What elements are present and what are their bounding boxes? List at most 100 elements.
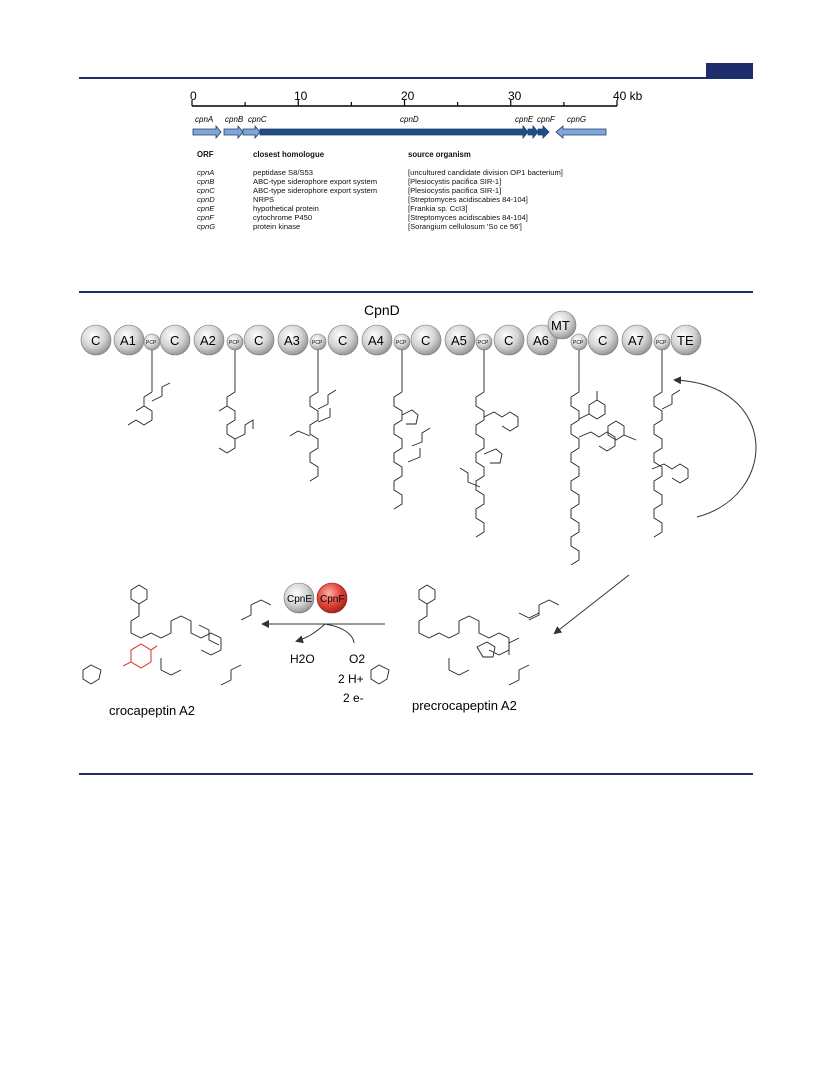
domain-A2 xyxy=(193,324,225,356)
domain-label: C xyxy=(170,333,179,348)
gene-label-cpnD: cpnD xyxy=(400,115,419,124)
gene-label-cpnE: cpnE xyxy=(515,115,534,124)
scale-tick-label-30: 30 xyxy=(508,89,522,103)
nrps-assembly-line: CpnD C A1 PCP C A2 PCP C A3 PCP C A4 PCP… xyxy=(80,302,757,565)
cofactor-o2: O2 xyxy=(349,652,365,666)
tailoring-reaction: crocapeptin A2 CpnE CpnF H2O O2 2 H+ 2 e… xyxy=(82,574,630,718)
gene-map: 0 10 20 30 40 kb cpnA cpnB cpnC cpnD cpn… xyxy=(190,89,643,140)
orf-homologue: ABC-type siderophore export system xyxy=(253,186,378,195)
intermediate-1 xyxy=(127,382,171,426)
domain-label: A1 xyxy=(120,333,136,348)
orf-homologue: NRPS xyxy=(253,195,275,204)
gene-arrow-cpnD xyxy=(259,124,529,140)
release-arrow xyxy=(553,574,630,635)
gene-labels: cpnA cpnB cpnC cpnD cpnE cpnF cpnG xyxy=(195,115,586,124)
domain-C-7 xyxy=(587,324,619,356)
domain-label: MT xyxy=(551,318,570,333)
domain-label: TE xyxy=(677,333,694,348)
domain-label: PCP xyxy=(229,340,240,346)
orf-name: cpnD xyxy=(197,195,215,204)
gene-arrow-cpnF xyxy=(537,125,550,139)
enzyme-label-cpnF: CpnF xyxy=(320,594,344,605)
table-row: cpnF cytochrome P450 [Streptomyces acidi… xyxy=(197,213,617,222)
intermediate-7 xyxy=(607,389,689,538)
domain-label: PCP xyxy=(146,340,157,346)
gene-label-cpnA: cpnA xyxy=(195,115,213,124)
domain-C-1 xyxy=(80,324,112,356)
orf-name: cpnC xyxy=(197,186,215,195)
orf-homologue: hypothetical protein xyxy=(253,204,319,213)
gene-arrow-cpnE xyxy=(527,124,539,140)
gene-label-cpnC: cpnC xyxy=(248,115,267,124)
domain-label: C xyxy=(598,333,607,348)
gene-arrow-cpnC xyxy=(242,124,261,140)
domain-label: C xyxy=(421,333,430,348)
table-row: cpnE hypothetical protein [Frankia sp. C… xyxy=(197,204,617,213)
orf-name: cpnB xyxy=(197,177,215,186)
orf-homologue: ABC-type siderophore export system xyxy=(253,177,378,186)
orf-name: cpnG xyxy=(197,222,216,231)
modified-residue xyxy=(122,643,158,669)
domain-C-3 xyxy=(243,324,275,356)
top-rule xyxy=(79,77,753,79)
scale-tick-label-40: 40 kb xyxy=(613,89,643,103)
domain-label: C xyxy=(254,333,263,348)
domain-TE xyxy=(670,324,702,356)
domain-label: A2 xyxy=(200,333,216,348)
scale-tick-label-10: 10 xyxy=(294,89,308,103)
header-organism: source organism xyxy=(408,150,471,159)
gene-arrows xyxy=(192,124,607,140)
gene-arrow-cpnG xyxy=(555,125,607,139)
gene-label-cpnF: cpnF xyxy=(537,115,556,124)
domain-A7 xyxy=(621,324,653,356)
scale-bar: 0 10 20 30 40 kb xyxy=(190,89,643,107)
table-row: cpnC ABC-type siderophore export system … xyxy=(197,186,617,195)
domain-MT xyxy=(547,310,577,340)
table-row: cpnB ABC-type siderophore export system … xyxy=(197,177,617,186)
table-row: cpnG protein kinase [Sorangium cellulosu… xyxy=(197,222,617,231)
scale-tick-label-0: 0 xyxy=(190,89,197,103)
domain-label: A4 xyxy=(368,333,384,348)
domain-label: PCP xyxy=(396,340,407,346)
domain-label: A6 xyxy=(533,333,549,348)
intermediate-4 xyxy=(393,391,431,510)
middle-rule xyxy=(79,291,753,293)
intermediate-2 xyxy=(218,391,254,454)
domain-label: A5 xyxy=(451,333,467,348)
domain-label: C xyxy=(91,333,100,348)
nrps-domains: C A1 PCP C A2 PCP C A3 PCP C A4 PCP C A5… xyxy=(80,310,702,356)
domain-C-6 xyxy=(493,324,525,356)
domain-label: PCP xyxy=(573,340,584,346)
domain-C-4 xyxy=(327,324,359,356)
domain-label: A7 xyxy=(628,333,644,348)
crocapeptin-structure xyxy=(82,584,272,686)
domain-A6 xyxy=(526,324,558,356)
domain-C-5 xyxy=(410,324,442,356)
orf-organism: [Frankia sp. CcI3] xyxy=(408,204,468,213)
domain-A3 xyxy=(277,324,309,356)
h2o-curve xyxy=(295,623,326,644)
domain-A5 xyxy=(444,324,476,356)
orf-name: cpnE xyxy=(197,204,215,213)
domain-A4 xyxy=(361,324,393,356)
orf-organism: [Sorangium cellulosum 'So ce 56'] xyxy=(408,222,522,231)
orf-organism: [Streptomyces acidiscabies 84-104] xyxy=(408,195,528,204)
orf-name: cpnF xyxy=(197,213,214,222)
peptidyl-intermediates xyxy=(127,350,757,565)
table-row: cpnD NRPS [Streptomyces acidiscabies 84-… xyxy=(197,195,617,204)
substrate-name: precrocapeptin A2 xyxy=(412,698,517,713)
gene-label-cpnB: cpnB xyxy=(225,115,244,124)
cofactor-protons: 2 H+ xyxy=(338,672,364,686)
gene-label-cpnG: cpnG xyxy=(567,115,586,124)
domain-label: C xyxy=(504,333,513,348)
nrps-title: CpnD xyxy=(364,302,400,318)
enzyme-label-cpnE: CpnE xyxy=(287,594,312,605)
enzyme-cpnE: CpnE xyxy=(283,582,315,614)
gene-arrow-cpnA xyxy=(192,124,222,140)
orf-homologue: cytochrome P450 xyxy=(253,213,313,222)
orf-table-header: ORF closest homologue source organism xyxy=(197,150,617,159)
domain-label: PCP xyxy=(656,340,667,346)
domain-label: PCP xyxy=(312,340,323,346)
cofactor-electrons: 2 e- xyxy=(343,691,364,705)
orf-homologue: peptidase S8/S53 xyxy=(253,168,313,177)
